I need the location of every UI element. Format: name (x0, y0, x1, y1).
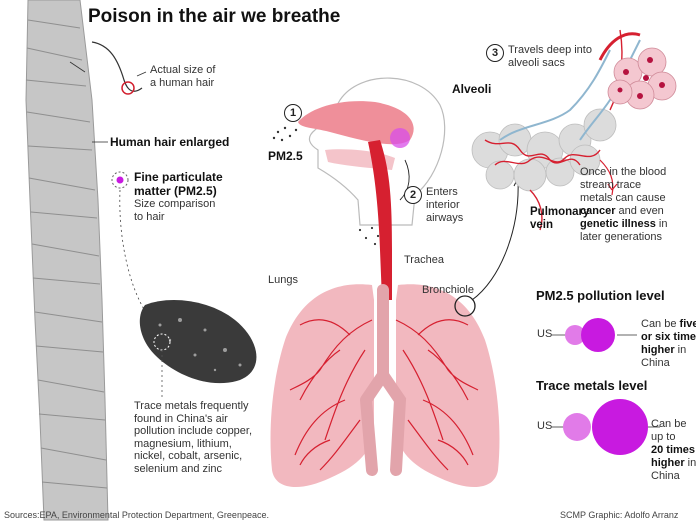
pm25-comparison-text: Can be five or six times higher in China (641, 318, 696, 369)
trachea-label: Trachea (404, 254, 444, 266)
trachea-particles (358, 226, 380, 246)
step-3-label: Travels deep into alveoli sacs (508, 44, 592, 69)
trace-metals-note: Trace metals frequently found in China's… (134, 400, 253, 475)
alveoli-cluster (471, 29, 677, 231)
trace-level-title: Trace metals level (536, 378, 648, 393)
blood-stream-note: Once in the blood stream trace metals ca… (580, 166, 668, 243)
trace-metals-comparison-circles (552, 399, 660, 455)
hair-enlarged-label: Human hair enlarged (110, 135, 230, 149)
bronchiole-circle (454, 295, 476, 317)
actual-hair-circle (121, 81, 135, 95)
pm25-comparison-circles (552, 318, 637, 352)
pm-particle-marker (111, 171, 129, 189)
credit-footer: SCMP Graphic: Adolfo Arranz (560, 510, 679, 520)
fine-pm-label: Fine particulate matter (PM2.5) Size com… (134, 170, 223, 223)
actual-hair-squiggle (91, 41, 143, 92)
pm25-dots (272, 126, 298, 142)
head-airway (298, 77, 446, 300)
pm25-level-title: PM2.5 pollution level (536, 288, 665, 303)
pm25-label: PM2.5 (268, 149, 303, 163)
step-1-marker: 1 (284, 104, 302, 122)
trace-us-label: US (537, 420, 553, 432)
hair-strand (25, 0, 109, 521)
page-title: Poison in the air we breathe (88, 6, 341, 27)
pm25-us-label: US (537, 328, 553, 340)
step-2-label: Enters interior airways (426, 186, 464, 224)
alveoli-label: Alveoli (452, 82, 492, 96)
lungs-label: Lungs (268, 274, 298, 286)
sources-footer: Sources:EPA, Environmental Protection De… (4, 510, 269, 520)
bronchiole-label: Bronchiole (422, 284, 474, 296)
lungs (270, 177, 524, 488)
pulmonary-vein-label: Pulmonary vein (530, 206, 590, 231)
step-3-marker: 3 (486, 44, 504, 62)
trace-metal-particle (139, 300, 257, 400)
step-2-marker: 2 (404, 186, 422, 204)
actual-size-label: Actual size of a human hair (150, 64, 216, 89)
trace-comparison-text: Can be up to 20 times higher in China (651, 418, 696, 482)
